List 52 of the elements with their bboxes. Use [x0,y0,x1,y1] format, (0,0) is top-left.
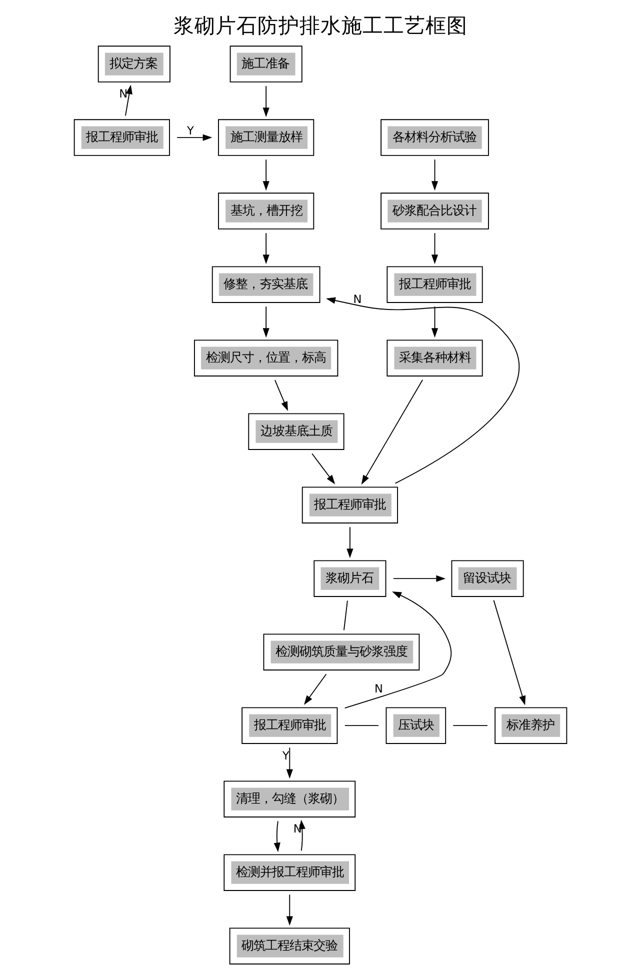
arrow [430,306,438,338]
edge-label: Y [282,749,289,762]
node-box: 报工程师审批 [241,707,338,744]
node-box: 标准养护 [494,707,567,744]
arrow [492,600,526,706]
node-box: 砂浆配合比设计 [380,192,488,230]
node-box: 检测尺寸，位置，标高 [194,340,338,376]
arrow [286,747,292,779]
node-box: 边坡基底土质 [248,413,344,450]
arrow [346,526,353,558]
arrow [311,453,335,484]
arrow [360,379,423,485]
node-box: 施工准备 [229,46,302,82]
node-box: 压试块 [385,707,446,744]
arrow [262,232,269,264]
arrow [262,306,269,338]
node-box: 清理，勾缝（浆砌） [223,780,356,818]
arrow [325,297,519,484]
arrow [273,820,280,852]
connector [344,725,378,726]
arrow [392,575,446,582]
node-box: 报工程师审批 [386,266,482,303]
arrow [286,894,292,926]
node-box: 施工测量放样 [218,119,314,156]
arrow [344,591,452,708]
connector [342,600,348,631]
node-box: 留设试块 [450,560,524,597]
diagram-title: 浆砌片石防护排水施工工艺框图 [173,14,467,38]
node-box: 浆砌片石 [313,560,386,597]
node-box: 砌筑工程结束交验 [228,928,350,964]
node-box: 采集各种材料 [386,340,482,376]
node-box: 拟定方案 [97,46,170,82]
arrow [262,159,269,191]
arrow [262,86,269,118]
node-box: 报工程师审批 [301,486,398,524]
arrow [274,380,288,411]
edge-label: Y [186,124,194,138]
connector [452,725,488,726]
node-box: 基坑，槽开挖 [218,192,314,230]
node-box: 修整，夯实基底 [211,266,320,303]
arrow [303,674,326,705]
arrow [430,232,438,264]
arrow [430,159,438,191]
edge-label: N [352,293,362,306]
edge-label: N [374,682,382,696]
arrow [176,134,212,141]
node-box: 报工程师审批 [73,119,170,156]
node-box: 各材料分析试验 [380,119,488,156]
arrow [124,84,132,116]
node-box: 检测砌筑质量与砂浆强度 [262,634,420,670]
node-box: 检测并报工程师审批 [223,854,356,891]
edge-label: N [118,88,128,101]
